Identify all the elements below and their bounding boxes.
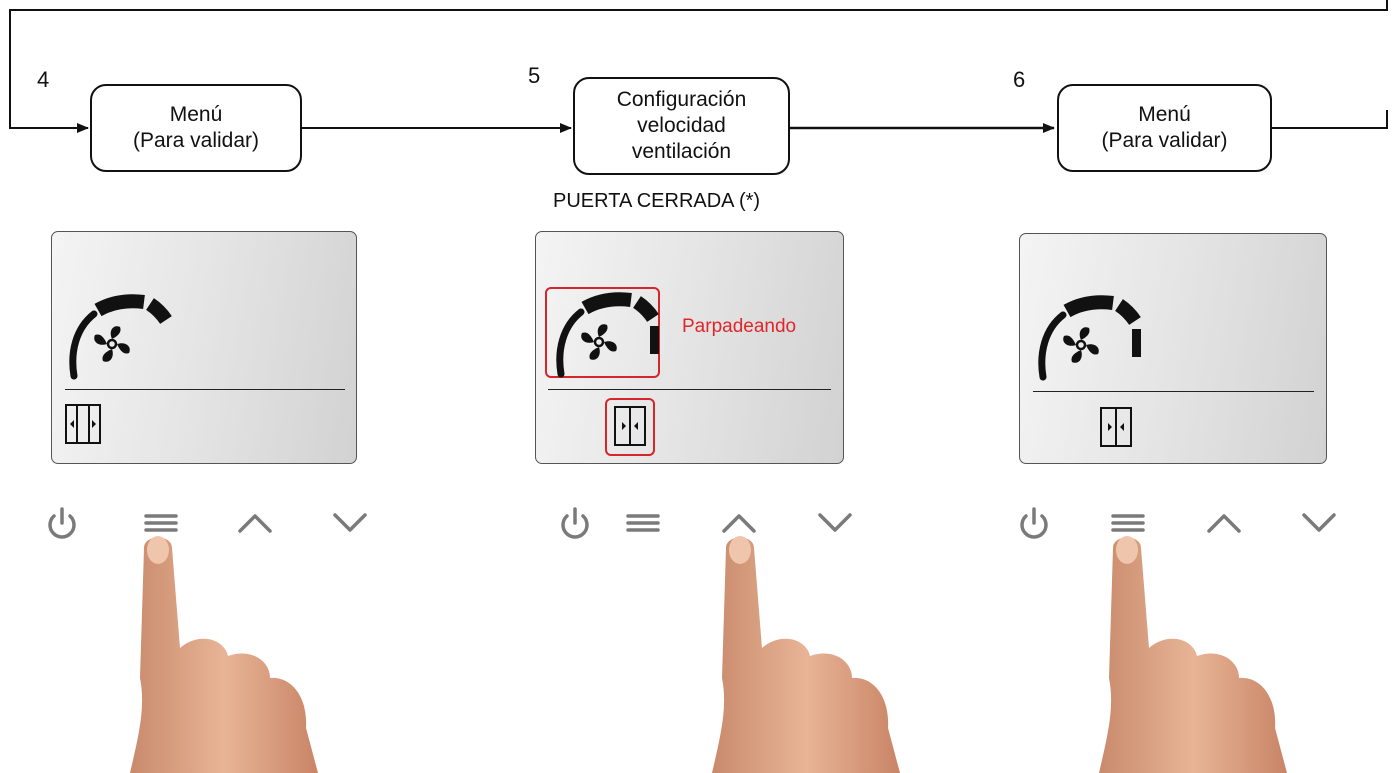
- door-closed-note: PUERTA CERRADA (*): [553, 190, 761, 212]
- fan-icon-highlight: [545, 287, 660, 378]
- door-open-icon: [65, 404, 101, 444]
- door-closed-icon: [614, 406, 646, 446]
- up-arrow-icon[interactable]: [237, 505, 273, 541]
- door-closed-icon: [1100, 407, 1132, 447]
- step-4-line-1: Menú: [169, 103, 223, 126]
- step-5-line-3: ventilación: [631, 140, 732, 163]
- pointing-finger-icon: [1099, 536, 1287, 773]
- step-number-5: 5: [528, 63, 541, 88]
- step-4-menu-box: Menú (Para validar): [90, 84, 302, 172]
- menu-icon[interactable]: [625, 505, 661, 541]
- up-arrow-icon[interactable]: [1206, 505, 1242, 541]
- down-arrow-icon[interactable]: [1301, 505, 1337, 541]
- exit-line: [1272, 110, 1388, 129]
- fan-speed-icon: [69, 294, 172, 380]
- menu-icon[interactable]: [1110, 505, 1146, 541]
- fan-speed-icon: [556, 292, 659, 378]
- power-icon[interactable]: [1016, 505, 1052, 541]
- loop-back-line: [9, 0, 1388, 133]
- step-5-config-box: Configuración velocidad ventilación: [573, 77, 790, 175]
- lcd-screen-step-4: [51, 231, 357, 464]
- blinking-label: Parpadeando: [682, 316, 797, 337]
- pointing-finger-icon: [130, 536, 318, 773]
- step-6-line-2: (Para validar): [1101, 129, 1228, 152]
- step-number-4: 4: [37, 67, 50, 92]
- step-6-line-1: Menú: [1138, 103, 1191, 126]
- step-number-6: 6: [1013, 67, 1026, 92]
- down-arrow-icon[interactable]: [817, 505, 853, 541]
- power-icon[interactable]: [557, 505, 593, 541]
- step-4-line-2: (Para validar): [132, 129, 260, 152]
- lcd-divider: [548, 389, 831, 390]
- menu-icon[interactable]: [143, 505, 179, 541]
- up-arrow-icon[interactable]: [721, 505, 757, 541]
- pointing-finger-icon: [712, 536, 900, 773]
- door-icon-highlight: [605, 398, 655, 456]
- step-6-menu-box: Menú (Para validar): [1057, 84, 1272, 172]
- down-arrow-icon[interactable]: [332, 505, 368, 541]
- lcd-screen-step-5: Parpadeando: [535, 231, 844, 464]
- fan-speed-icon: [1038, 295, 1141, 381]
- lcd-screen-step-6: [1019, 233, 1327, 464]
- lcd-divider: [65, 389, 345, 390]
- lcd-divider: [1033, 391, 1314, 392]
- step-5-line-1: Configuración: [616, 88, 747, 111]
- power-icon[interactable]: [44, 505, 80, 541]
- step-5-line-2: velocidad: [637, 114, 726, 137]
